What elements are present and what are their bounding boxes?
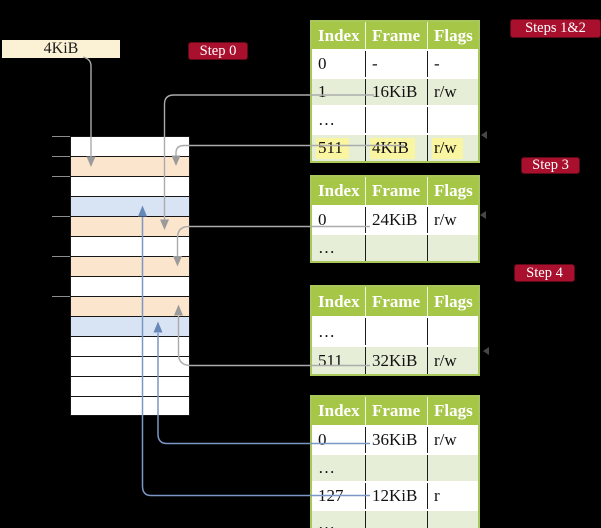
memory-frame-row-peach [70,256,190,276]
memory-frame-row-white [70,356,190,376]
table-cell: r/w [428,427,478,453]
highlighted-value: 4KiB [370,137,415,159]
table-cell: 0 [312,51,366,77]
table-cell: 127 [312,483,366,509]
table-cell [366,235,428,261]
stub-pointer-pt3-511 [483,347,489,355]
table-cell: r/w [428,79,478,105]
table-cell: … [312,511,366,528]
column-header-index: Index [312,177,366,205]
table-cell: r/w [428,135,478,161]
physical-memory-column [70,136,190,416]
memory-frame-row-white [70,236,190,256]
table-cell: r/w [428,207,478,233]
memory-frame-row-white [70,276,190,296]
highlighted-value: 511 [316,137,349,159]
table-cell [428,318,478,345]
table-cell: - [366,51,428,77]
badge-step-3: Step 3 [521,157,580,174]
table-row: 511 4KiB r/w [312,133,478,161]
table-cell [428,455,478,481]
memory-frame-row-blue [70,316,190,336]
table-cell: 1 [312,79,366,105]
badge-step-4: Step 4 [514,264,575,282]
column-header-frame: Frame [366,287,428,316]
address-tick [52,216,70,217]
memory-frame-row-blue [70,196,190,216]
address-tick [52,256,70,257]
address-tick [52,136,70,137]
column-header-index: Index [312,22,366,49]
frame-size-label: 4KiB [2,40,120,58]
table-row: … [312,318,478,345]
table-row: … [312,105,478,133]
table-cell [428,107,478,133]
column-header-index: Index [312,397,366,425]
table-row: … [312,509,478,528]
table-cell: 12KiB [366,483,428,509]
stub-pointer-pt1-511 [481,131,487,139]
column-header-index: Index [312,287,366,316]
column-header-frame: Frame [366,397,428,425]
badge-steps-1-2: Steps 1&2 [510,19,601,38]
memory-frame-row-white [70,336,190,356]
table-row: 0-- [312,51,478,77]
column-header-flags: Flags [434,401,473,420]
table-cell: 511 [312,135,366,161]
table-cell: 24KiB [366,207,428,233]
table-cell: … [312,235,366,261]
table-cell: 16KiB [366,79,428,105]
table-cell: 511 [312,347,366,374]
table-cell: r [428,483,478,509]
table-cell: … [312,455,366,481]
column-header-frame: Frame [366,177,428,205]
table-cell: 36KiB [366,427,428,453]
table-row: … [312,453,478,481]
address-tick [52,296,70,297]
table-cell: … [312,107,366,133]
table-cell: 0 [312,207,366,233]
address-tick [52,176,70,177]
table-cell: r/w [428,347,478,374]
column-header-flags: Flags [434,181,473,200]
table-cell: - [428,51,478,77]
column-header-flags: Flags [434,291,473,311]
stub-pointer-pt2-0 [480,211,486,219]
highlighted-value: r/w [432,137,463,159]
table-cell [366,455,428,481]
memory-frame-row-white [70,396,190,416]
table-row: … [312,233,478,261]
table-cell [366,318,428,345]
table-cell [428,511,478,528]
table-cell: 0 [312,427,366,453]
column-header-frame: Frame [366,22,428,49]
address-tick [52,156,70,157]
memory-frame-row-white [70,136,190,156]
table-cell [366,107,428,133]
table-cell: 4KiB [366,135,428,161]
memory-frame-row-peach [70,156,190,176]
memory-frame-row-white [70,176,190,196]
memory-frame-row-white [70,376,190,396]
table-cell [428,235,478,261]
memory-frame-row-peach [70,216,190,236]
table-cell [366,511,428,528]
memory-frame-row-peach [70,296,190,316]
table-cell: 32KiB [366,347,428,374]
badge-step-0: Step 0 [188,42,248,60]
column-header-flags: Flags [434,25,473,45]
table-cell: … [312,318,366,345]
